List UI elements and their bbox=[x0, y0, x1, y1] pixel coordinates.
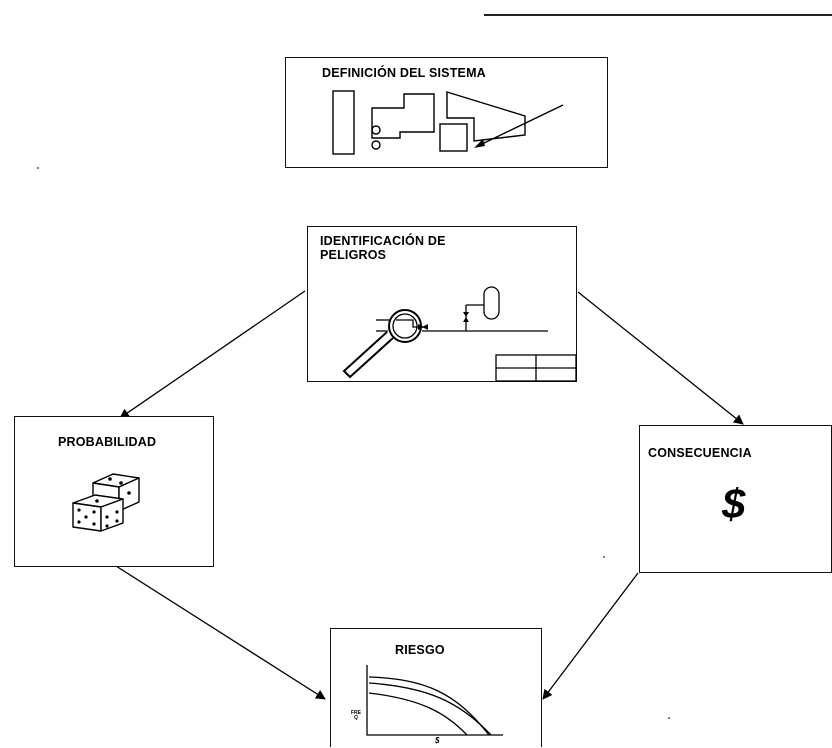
arrow-identificacion-consecuencia bbox=[577, 291, 744, 425]
dice-icon bbox=[72, 473, 140, 532]
risk-chart-y-label: FREQ bbox=[351, 710, 361, 721]
speck-dot bbox=[668, 717, 670, 719]
node-identificacion: IDENTIFICACIÓN DE PELIGROS bbox=[307, 226, 577, 382]
node-probabilidad-label: PROBABILIDAD bbox=[58, 435, 157, 449]
node-probabilidad: PROBABILIDAD bbox=[14, 416, 214, 567]
top-rule bbox=[484, 14, 832, 16]
plant-layout-icon bbox=[332, 90, 564, 155]
node-identificacion-label-line1: IDENTIFICACIÓN DE bbox=[320, 234, 446, 248]
arrow-consecuencia-riesgo bbox=[542, 572, 639, 700]
arrow-identificacion-probabilidad bbox=[119, 290, 306, 419]
magnifier-pipe-icon bbox=[342, 286, 577, 382]
node-riesgo: RIESGO FREQ $ bbox=[330, 628, 542, 747]
node-definicion: DEFINICIÓN DEL SISTEMA bbox=[285, 57, 608, 168]
risk-chart-x-label: $ bbox=[435, 736, 440, 745]
node-identificacion-label-line2: PELIGROS bbox=[320, 248, 387, 262]
dollar-icon: $ bbox=[722, 480, 746, 527]
risk-curve-icon bbox=[366, 665, 503, 736]
node-consecuencia: CONSECUENCIA $ bbox=[639, 425, 832, 573]
speck-dot bbox=[603, 556, 605, 558]
speck-dot bbox=[37, 167, 39, 169]
node-definicion-label: DEFINICIÓN DEL SISTEMA bbox=[322, 66, 486, 80]
node-consecuencia-label: CONSECUENCIA bbox=[648, 446, 752, 460]
node-riesgo-label: RIESGO bbox=[395, 643, 445, 657]
arrow-probabilidad-riesgo bbox=[115, 565, 326, 700]
